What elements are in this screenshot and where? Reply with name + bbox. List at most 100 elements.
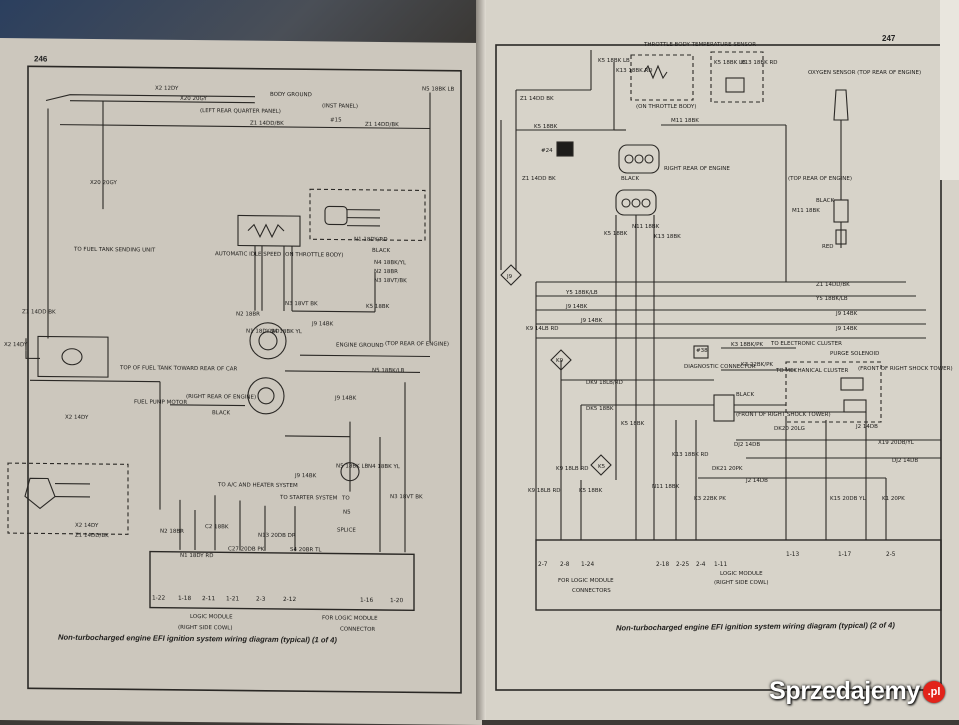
label-k5-wire: K5 18BK bbox=[366, 304, 390, 310]
page-fold bbox=[940, 0, 959, 180]
label-k3-line: K3 18BK/PK bbox=[731, 342, 763, 348]
wiring-diagram-left: X2 12DY X20 20GY BODY GROUND (LEFT REAR … bbox=[0, 38, 482, 725]
label-black-c: BLACK bbox=[736, 392, 754, 398]
label-j9-mid: J9 14BK bbox=[334, 395, 357, 401]
label-k9-d: K9 18LB RD bbox=[528, 488, 561, 494]
label-oxygen: OXYGEN SENSOR (TOP REAR OF ENGINE) bbox=[808, 70, 921, 76]
label-inst-panel: (INST PANEL) bbox=[322, 103, 358, 109]
label-black-a: BLACK bbox=[621, 176, 639, 182]
label-n11-a: N11 18BK bbox=[632, 224, 660, 230]
label-c27-bottom: C27 20DB PK bbox=[228, 546, 265, 552]
label-j9-right2: J9 14BK bbox=[835, 326, 858, 332]
label-to-mechanical: TO MECHANICAL CLUSTER bbox=[775, 368, 849, 374]
label-dk21: DK21 20PK bbox=[712, 466, 743, 472]
label-logic-module: LOGIC MODULE bbox=[190, 614, 233, 620]
label-n2-wire: N2 18BR bbox=[236, 311, 260, 317]
label-black-b: BLACK bbox=[816, 198, 834, 204]
pin-label: 2-5 bbox=[886, 552, 896, 558]
label-n3-pin: N3 18VT/BK bbox=[374, 278, 407, 284]
label-top-rear-engine: (TOP REAR OF ENGINE) bbox=[385, 341, 449, 348]
label-j2-b: J2 14DB bbox=[745, 478, 768, 484]
pin-label: 2-12 bbox=[283, 597, 296, 603]
label-k9-c: K9 18LB RD bbox=[556, 466, 589, 472]
label-y5-line: Y5 18BK/LB bbox=[565, 290, 598, 296]
label-n5-top: N5 18BK LB bbox=[422, 86, 455, 92]
label-z1-mid: Z1 14DD/BK bbox=[250, 121, 284, 127]
label-n5-mid: N5 18BK/LB bbox=[372, 368, 405, 374]
pin-label: 2-4 bbox=[696, 562, 706, 568]
label-j9-lower: J9 14BK bbox=[294, 473, 317, 479]
label-k5-b: K5 18BK bbox=[621, 421, 645, 427]
label-on-throttle-body: (ON THROTTLE BODY) bbox=[636, 104, 696, 110]
label-engine-ground: ENGINE GROUND bbox=[336, 343, 384, 349]
page-number-right: 247 bbox=[882, 34, 895, 43]
label-body-ground: BODY GROUND bbox=[270, 92, 312, 98]
label-j9-wire: J9 14BK bbox=[311, 321, 334, 327]
pin-label: 1-22 bbox=[152, 596, 165, 602]
label-red: RED bbox=[822, 244, 834, 250]
label-s4-bottom: S4 20BR TL bbox=[290, 547, 322, 553]
label-n4-wire: N4 18BK YL bbox=[270, 329, 303, 335]
label-k3-b: K3 22BK PK bbox=[694, 496, 726, 502]
splice-badge: N5 bbox=[343, 510, 351, 516]
label-n1-bottom: N1 18DY RD bbox=[180, 553, 213, 559]
label-z1-right: Z1 14DD/BK bbox=[365, 122, 399, 128]
label-auto-idle: AUTOMATIC IDLE SPEED (ON THROTTLE BODY) bbox=[215, 251, 343, 258]
wiring-diagram-right: THROTTLE BODY TEMPERATURE SENSOR (ON THR… bbox=[486, 0, 959, 720]
label-m11-horiz: M11 18BK bbox=[671, 118, 699, 124]
label-splice: SPLICE bbox=[337, 528, 356, 534]
label-ac-heater: TO A/C AND HEATER SYSTEM bbox=[217, 482, 298, 489]
label-top-rear-engine: (TOP REAR OF ENGINE) bbox=[788, 176, 852, 182]
pin-label: 2-25 bbox=[676, 562, 689, 568]
label-k5-top: K5 18BK LB bbox=[598, 58, 630, 64]
pin-label: 2-18 bbox=[656, 562, 669, 568]
label-k9-left: K9 14LB RD bbox=[526, 326, 559, 332]
label-right-rear-engine: (RIGHT REAR OF ENGINE) bbox=[186, 394, 256, 401]
label-n13-bottom: N13 20DB DR bbox=[258, 533, 296, 539]
label-n3-wire: N3 18VT BK bbox=[285, 301, 318, 307]
label-front-right-shock: (FRONT OF RIGHT SHOCK TOWER) bbox=[736, 412, 831, 418]
label-n2-pin: N2 18BR bbox=[374, 269, 398, 275]
label-x2-bottom: X2 14DY bbox=[65, 415, 89, 421]
label-right-side-cowl: (RIGHT SIDE COWL) bbox=[714, 580, 768, 586]
label-n4-lower: N4 18BK YL bbox=[368, 464, 401, 470]
label-x2-top: X2 12DY bbox=[155, 86, 179, 92]
label-connectors: CONNECTORS bbox=[572, 588, 611, 594]
label-z1-top: Z1 14DD BK bbox=[520, 96, 554, 102]
label-fuel-pump-motor: FUEL PUMP MOTOR bbox=[134, 399, 187, 406]
pin-label: 1-24 bbox=[581, 562, 594, 568]
pin-label: 2-11 bbox=[202, 596, 215, 602]
label-k15: K15 20DB YL bbox=[830, 496, 866, 502]
left-book-page: 246 bbox=[0, 38, 482, 725]
watermark-text: Sprzedajemy bbox=[769, 677, 920, 706]
label-n1-pin: N1 18DY/RD bbox=[354, 237, 388, 243]
label-starter: TO STARTER SYSTEM bbox=[279, 495, 338, 502]
label-k13-a: K13 18BK bbox=[654, 234, 681, 240]
label-x20-top: X20 20GY bbox=[180, 96, 208, 102]
label-j9-right1: J9 14BK bbox=[835, 311, 858, 317]
label-j2: J2 14DB bbox=[855, 424, 878, 430]
label-n4-pin: N4 18BK/YL bbox=[374, 260, 407, 266]
pin-label: 1-21 bbox=[226, 596, 239, 602]
pin-label: 1-11 bbox=[714, 562, 727, 568]
k9-badge: K9 bbox=[556, 358, 564, 364]
label-x19: X19 20DB/YL bbox=[878, 440, 915, 446]
label-logic-module: LOGIC MODULE bbox=[720, 571, 763, 577]
watermark-badge: .pl bbox=[923, 681, 945, 703]
label-for-logic-module: FOR LOGIC MODULE bbox=[322, 615, 378, 622]
k5-badge: K5 bbox=[598, 464, 606, 470]
label-for-logic: FOR LOGIC MODULE bbox=[558, 578, 614, 584]
label-x2-inset: X2 14DY bbox=[75, 523, 99, 529]
pin-label: 1-20 bbox=[390, 598, 403, 604]
watermark: Sprzedajemy .pl bbox=[769, 677, 945, 706]
label-n5-lower: N5 18BK LB bbox=[336, 464, 369, 470]
label-black-pin: BLACK bbox=[372, 248, 390, 254]
label-front-shock: (FRONT OF RIGHT SHOCK TOWER) bbox=[858, 366, 953, 372]
label-dk20: DK20 20LG bbox=[774, 426, 805, 432]
label-purge: PURGE SOLENOID bbox=[830, 351, 879, 357]
label-x2-left: X2 14DY bbox=[4, 342, 28, 348]
label-k13-rt: K13 18BK RD bbox=[741, 60, 778, 66]
label-dk9: DK9 18LB/RD bbox=[586, 380, 623, 386]
label-left-rear-quarter: (LEFT REAR QUARTER PANEL) bbox=[200, 108, 281, 115]
label-y5-right: Y5 18BK/LB bbox=[815, 296, 848, 302]
